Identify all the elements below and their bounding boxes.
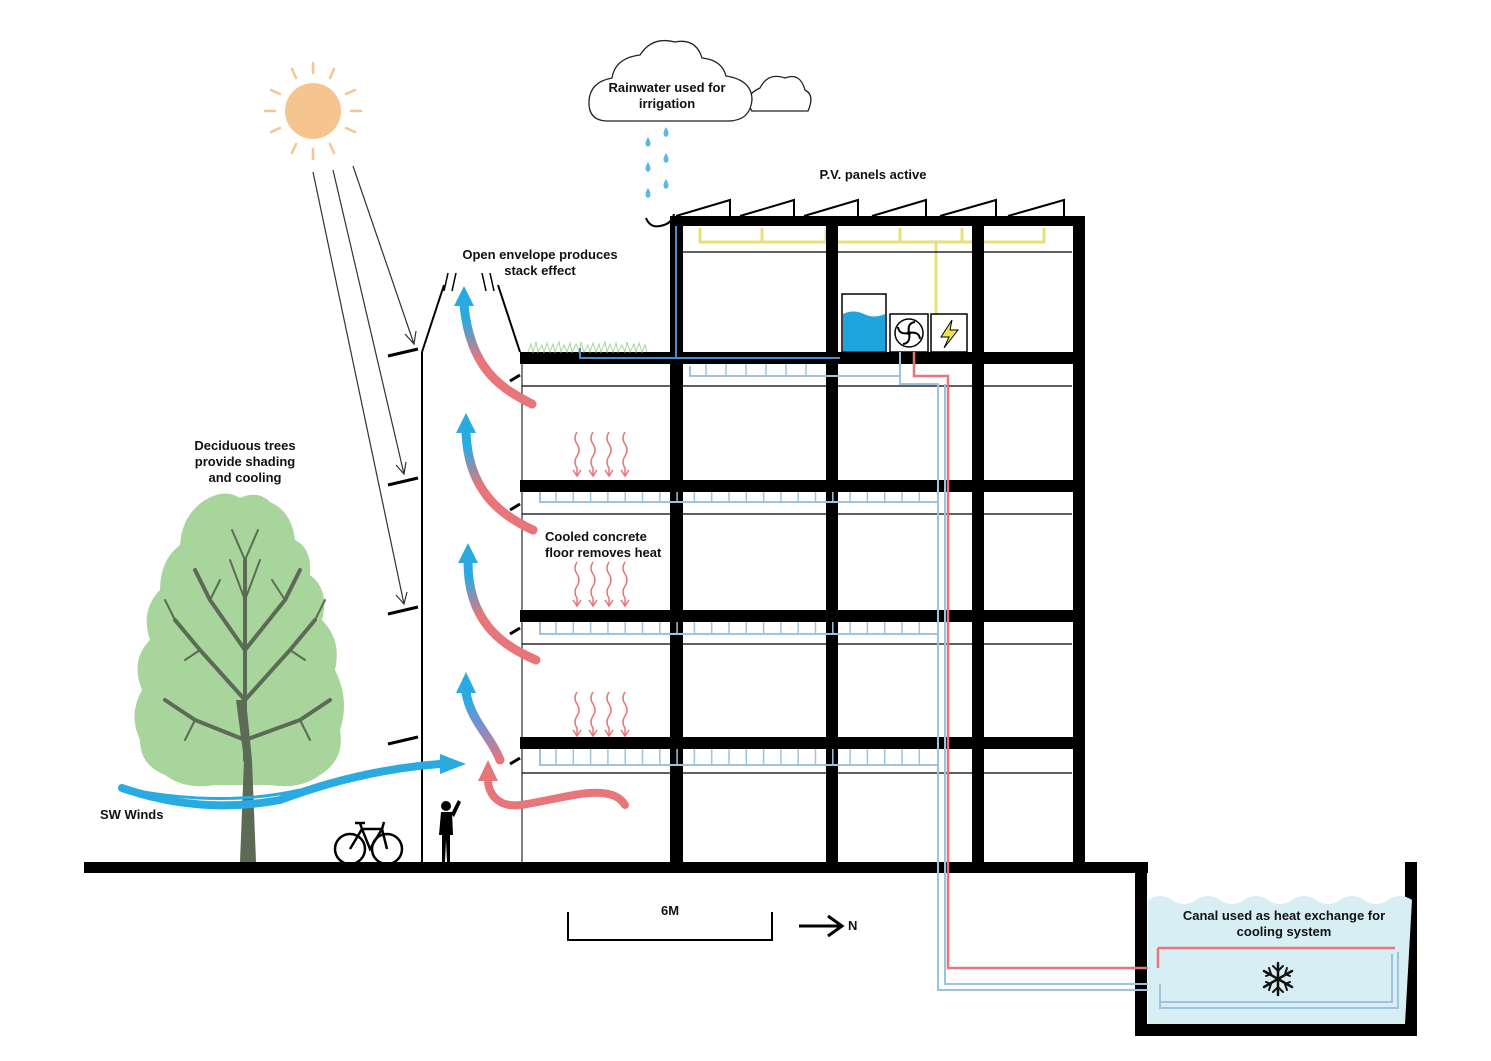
trees-label-line1: Deciduous trees	[194, 438, 296, 453]
snowflake-icon	[1262, 961, 1294, 997]
cooled-floor-label-line1: Cooled concrete	[545, 529, 647, 544]
trees-label-line3: and cooling	[208, 470, 282, 485]
lightning-icon	[930, 313, 968, 353]
rain-drops	[645, 127, 669, 198]
trees-label-line2: provide shading	[194, 454, 296, 469]
cloud-icon	[588, 39, 812, 122]
canal-label-line2: cooling system	[1236, 924, 1332, 939]
fan-icon	[889, 313, 929, 353]
ceiling-lines	[521, 251, 1072, 862]
radiant-floor-loops	[555, 364, 921, 765]
heat-squiggle-arrow	[572, 691, 582, 738]
heat-squiggle-arrow	[620, 561, 630, 608]
green-roof	[527, 340, 648, 354]
bicycle-icon	[333, 821, 404, 866]
rainwater-label-line2: irrigation	[638, 96, 696, 111]
envelope-label-line2: stack effect	[504, 263, 576, 278]
pv-panels	[675, 198, 1065, 217]
rainwater-pipe	[579, 226, 840, 359]
heat-squiggle-arrow	[572, 561, 582, 608]
sun-icon	[263, 61, 363, 161]
cooled-floor-label: Cooled concrete floor removes heat	[545, 529, 675, 561]
canal-water	[1148, 896, 1412, 1024]
heat-squiggle-arrow	[588, 691, 598, 738]
canal-pipe-loop	[1156, 946, 1399, 1009]
tree-icon	[134, 493, 344, 862]
heat-squiggle-arrow	[588, 431, 598, 478]
envelope-label: Open envelope produces stack effect	[450, 247, 630, 279]
heat-squiggle-arrow	[604, 691, 614, 738]
pv-label-line1: P.V. panels active	[819, 167, 927, 182]
person-icon	[439, 800, 461, 862]
warm-return-pipe	[912, 352, 1395, 970]
winds-label-line1: SW Winds	[100, 807, 164, 822]
heat-squiggle-arrow	[604, 431, 614, 478]
heat-squiggle-arrow	[588, 561, 598, 608]
facade-envelope	[387, 272, 521, 862]
north-arrow	[799, 914, 845, 938]
stack-effect-arrows	[454, 286, 629, 810]
winds-label: SW Winds	[100, 807, 180, 823]
heat-squiggle-arrow	[604, 561, 614, 608]
scale-bar	[567, 912, 773, 941]
canal-label-line1: Canal used as heat exchange for	[1182, 908, 1386, 923]
pv-label: P.V. panels active	[795, 167, 951, 183]
heat-radiation-arrows	[572, 431, 630, 738]
rainwater-label: Rainwater used for irrigation	[592, 80, 742, 112]
heat-squiggle-arrow	[620, 431, 630, 478]
rainwater-label-line1: Rainwater used for	[608, 80, 726, 95]
pv-wiring	[698, 228, 1046, 314]
cooled-floor-label-line2: floor removes heat	[545, 545, 662, 560]
trees-label: Deciduous trees provide shading and cool…	[180, 438, 310, 486]
envelope-label-line1: Open envelope produces	[462, 247, 618, 262]
heat-squiggle-arrow	[620, 691, 630, 738]
roof-gutter	[645, 213, 675, 228]
sun-ray-arrows	[312, 165, 417, 606]
water-tank	[841, 293, 887, 353]
scale-label: 6M	[660, 903, 680, 918]
canal-label: Canal used as heat exchange for cooling …	[1168, 908, 1400, 940]
north-label: N	[848, 918, 858, 933]
heat-squiggle-arrow	[572, 431, 582, 478]
sw-wind-arrow	[118, 754, 466, 810]
